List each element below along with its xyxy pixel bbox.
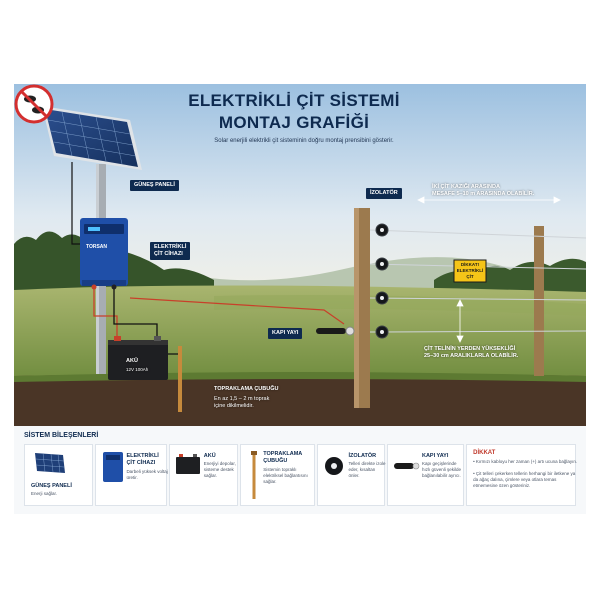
brand-label: TORSAN [86, 244, 108, 250]
wire-panel-to-energizer [71, 162, 80, 245]
page-subtitle: Solar enerjili elektrikli çit sisteminin… [214, 138, 394, 144]
warning-line-1: • Kırmızı kabloyu her zaman (+) artı ucu… [473, 459, 578, 464]
post-spacing-note: İKİ ÇİT KAZIĞI ARASINDA MESAFE 5–10 m AR… [432, 184, 535, 197]
warning-sign-text: DİKKAT! ELEKTRİKLİ ÇİT [456, 262, 484, 279]
components-section: SİSTEM BİLEŞENLERİ GÜNEŞ PANELİ Enerji s… [14, 426, 586, 514]
wire-energizer-black [113, 289, 158, 336]
grounding-rod-label: TOPRAKLAMA ÇUBUĞU [214, 386, 279, 392]
warning-title: DİKKAT [473, 450, 496, 456]
insulator-icon [325, 457, 344, 475]
wire-height-note: ÇİT TELİNİN YERDEN YÜKSEKLİĞİ 25–30 cm A… [424, 346, 519, 359]
components-list: GÜNEŞ PANELİ Enerji sağlar. ELEKTRİKLİ Ç… [24, 444, 578, 508]
fence-post-far [534, 226, 544, 376]
field-stripe [214, 295, 586, 316]
insulators-illustration [375, 223, 389, 339]
component-card-grounding-rod: TOPRAKLAMA ÇUBUĞU Sistemin topraklı elek… [240, 444, 316, 506]
energizer-icon [103, 452, 124, 482]
grounding-rod-icon [251, 451, 258, 499]
solar-panel-label: GÜNEŞ PANELİ [130, 180, 179, 191]
gate-handle-icon [393, 462, 420, 470]
component-card-energizer: ELEKTRİKLİ ÇİT CİHAZI Darbeli yüksek vol… [95, 444, 168, 506]
energizer-illustration [80, 218, 128, 290]
component-card-warning: DİKKAT • Kırmızı kabloyu her zaman (+) a… [466, 444, 578, 506]
solar-panel-illustration [42, 106, 142, 170]
component-card-gate-handle: KAPI YAYI Kapı geçişlerinde hızlı güvenl… [386, 444, 465, 506]
scene-illustration [14, 84, 586, 426]
components-heading: SİSTEM BİLEŞENLERİ [24, 432, 99, 439]
installation-scene: ELEKTRİKLİ ÇİT SİSTEMİ MONTAJ GRAFİĞİ So… [14, 84, 586, 426]
insulator-label: İZOLATÖR [366, 188, 402, 199]
component-card-solar: GÜNEŞ PANELİ Enerji sağlar. [24, 444, 94, 506]
warning-line-2: • Çit telleri çekerken tellerin herhangi… [473, 471, 576, 488]
wire-energizer-red [93, 289, 118, 336]
grounding-rod-note: En az 1,5 – 2 m toprak içine dikilmelidi… [214, 396, 270, 409]
battery-illustration [108, 336, 168, 380]
no-animals-icon [14, 84, 54, 124]
poster: ELEKTRİKLİ ÇİT SİSTEMİ MONTAJ GRAFİĞİ So… [14, 84, 586, 514]
grounding-rod-illustration [178, 346, 182, 412]
component-card-insulator: İZOLATÖR Telleri direkte izole eder, kıs… [317, 444, 385, 506]
page-title: ELEKTRİKLİ ÇİT SİSTEMİ MONTAJ GRAFİĞİ [188, 91, 400, 132]
wire-to-fence [129, 297, 345, 325]
gate-handle-illustration [316, 326, 355, 336]
soil [14, 373, 586, 426]
spacing-arrow [417, 196, 561, 204]
battery-icon [175, 454, 200, 474]
battery-label: AKÜ [126, 358, 138, 364]
energizer-label: ELEKTRİKLİ ÇİT CİHAZI [150, 242, 191, 260]
warning-sign-illustration [453, 259, 487, 283]
gate-handle-label: KAPI YAYI [268, 328, 303, 339]
component-card-battery: AKÜ Enerjiyi depolar, sisteme destek sağ… [168, 444, 239, 506]
solar-panel-icon [35, 452, 65, 474]
battery-spec: 12V 100Ah [126, 367, 149, 372]
height-arrow [456, 299, 464, 343]
